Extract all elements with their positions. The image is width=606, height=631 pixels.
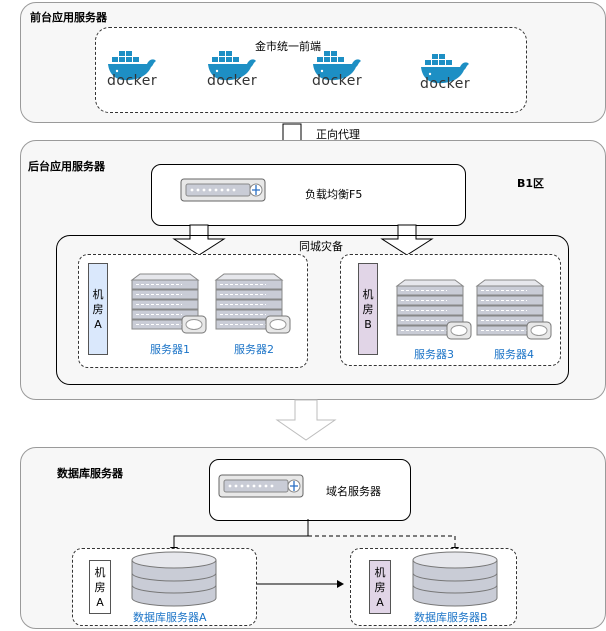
db-b-label: 数据库服务器B	[414, 611, 488, 624]
frontend-group-label: 金市统一前端	[255, 40, 321, 53]
backend-to-db-arrow	[275, 399, 337, 441]
server-icon	[214, 272, 292, 340]
docker-icon: docker	[310, 45, 370, 93]
dr-label: 同城灾备	[299, 240, 343, 253]
dns-icon	[218, 474, 304, 504]
lb-arrow-left	[172, 224, 226, 256]
dr-container	[56, 235, 569, 385]
lb-arrow-right	[380, 224, 434, 256]
load-balancer-icon	[180, 178, 266, 208]
docker-icon: docker	[205, 45, 265, 93]
db-a-label: 数据库服务器A	[133, 611, 207, 624]
server-label: 服务器2	[234, 343, 274, 356]
docker-icon: docker	[105, 45, 165, 93]
server-label: 服务器1	[150, 343, 190, 356]
server-label: 服务器4	[494, 348, 534, 361]
docker-icon: docker	[418, 48, 478, 96]
server-icon	[475, 278, 553, 346]
proxy-label: 正向代理	[316, 128, 360, 141]
frontend-title: 前台应用服务器	[30, 11, 107, 24]
backend-title: 后台应用服务器	[28, 160, 105, 173]
database-icon	[412, 551, 498, 612]
dns-label: 域名服务器	[326, 485, 381, 498]
load-balancer-label: 负载均衡F5	[305, 188, 363, 201]
database-title: 数据库服务器	[57, 467, 123, 480]
database-icon	[131, 551, 217, 612]
server-icon	[130, 272, 208, 340]
server-icon	[395, 278, 473, 346]
zone-label: B1区	[517, 177, 545, 190]
server-label: 服务器3	[414, 348, 454, 361]
